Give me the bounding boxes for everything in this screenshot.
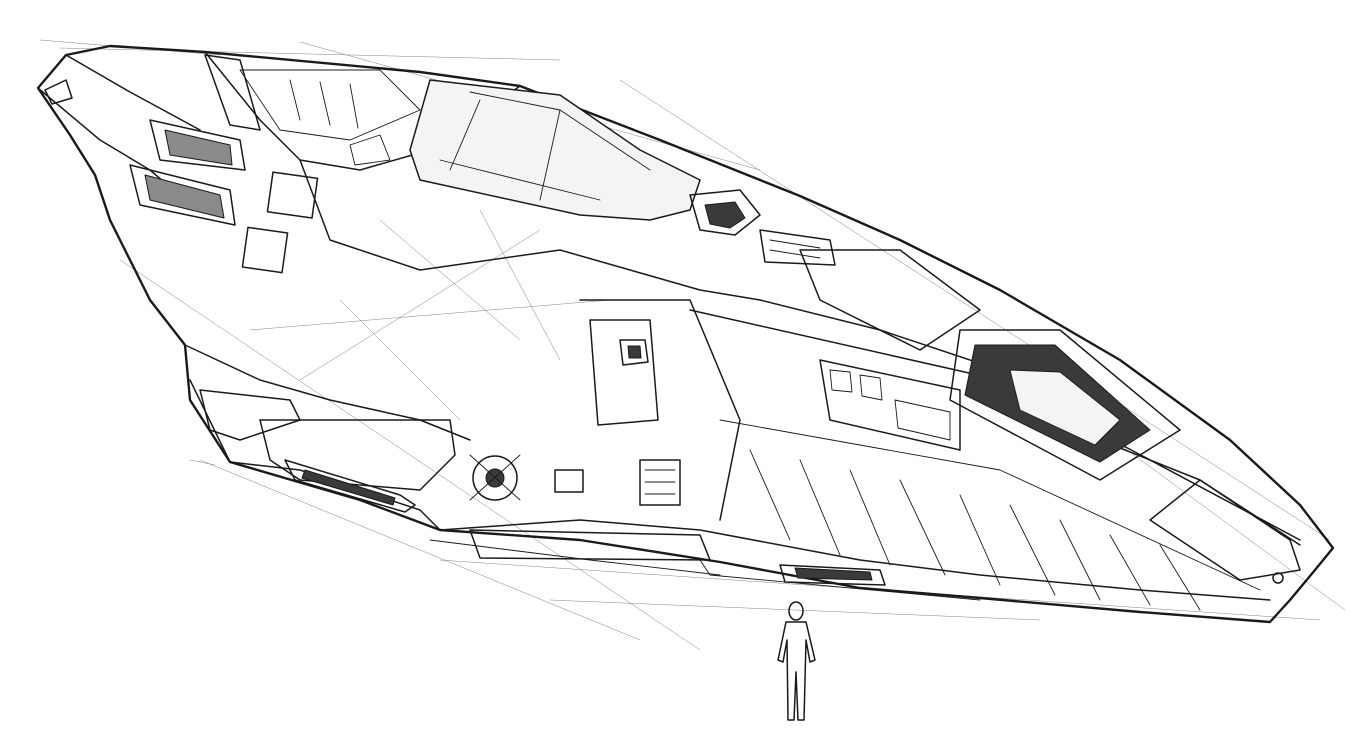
- forward-canopy: [409, 79, 701, 221]
- aft-bay: [799, 249, 1181, 481]
- hull: [36, 44, 1335, 624]
- side-panels: [749, 449, 1301, 611]
- person-figure: [777, 601, 816, 721]
- machinery: [469, 319, 681, 506]
- port-intakes: [129, 119, 319, 274]
- dorsal-detail: [204, 54, 836, 266]
- ventral-pod: [199, 389, 886, 586]
- construction-lines: [39, 39, 1346, 651]
